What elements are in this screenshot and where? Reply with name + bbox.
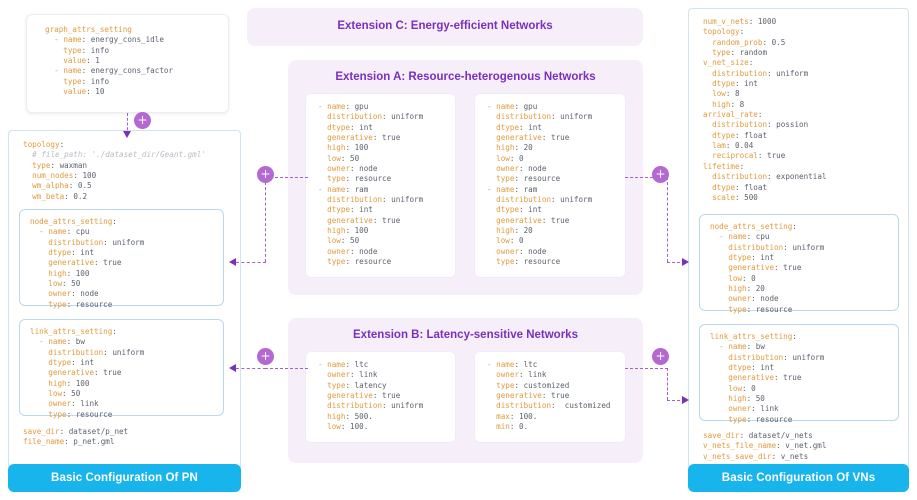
graph-attrs-card: graph_attrs_setting - name: energy_cons_…: [26, 14, 229, 113]
extension-c-title: Extension C: Energy-efficient Networks: [337, 20, 553, 32]
connector-b-vn-arrow: [682, 396, 689, 404]
extension-a-left-code: - name: gpu distribution: uniform dtype:…: [318, 102, 424, 267]
connector-a-pn-vert: [265, 177, 266, 262]
connector-a-pn-top: [265, 177, 308, 178]
pn-topology-code: topology: # file_path: './dataset_dir/Ge…: [23, 140, 206, 201]
vn-node-attrs-box: node_attrs_setting: - name: cpu distribu…: [699, 214, 899, 314]
extension-a-card-left: - name: gpu distribution: uniform dtype:…: [305, 93, 456, 278]
vn-config-panel: num_v_nets: 1000 topology: random_prob: …: [688, 8, 909, 470]
pn-node-attrs-box: node_attrs_setting: - name: cpu distribu…: [19, 209, 224, 309]
vn-node-attrs-code: node_attrs_setting: - name: cpu distribu…: [710, 222, 825, 314]
plus-icon-glyph-a-left: +: [260, 167, 271, 181]
extension-a-right-code: - name: gpu distribution: uniform dtype:…: [487, 102, 593, 267]
extension-a-title: Extension A: Resource-heterogenous Netwo…: [335, 71, 596, 83]
connector-a-vn-top: [625, 177, 668, 178]
vn-link-attrs-code: link_attrs_setting: - name: bw distribut…: [710, 332, 825, 424]
vn-link-attrs-box: link_attrs_setting: - name: bw distribut…: [699, 324, 899, 424]
connector-b-pn-top: [265, 368, 308, 369]
plus-icon-glyph-a-right: +: [655, 167, 666, 181]
connector-b-vn-top: [625, 368, 668, 369]
connector-c-to-pn-line: [127, 113, 128, 135]
plus-icon-extension-b-right[interactable]: +: [652, 348, 669, 365]
extension-b-title: Extension B: Latency-sensitive Networks: [353, 329, 578, 341]
pn-link-attrs-box: link_attrs_setting: - name: bw distribut…: [19, 319, 224, 419]
extension-b-left-code: - name: ltc owner: link type: latency ge…: [318, 360, 424, 432]
pn-footer-code: save_dir: dataset/p_net file_name: p_net…: [23, 427, 129, 447]
connector-c-to-pn-arrow: [123, 131, 131, 138]
connector-b-vn-bottom: [667, 400, 685, 401]
connector-b-pn-arrow: [229, 364, 236, 372]
connector-a-pn-arrow: [229, 258, 236, 266]
pn-banner-label: Basic Configuration Of PN: [51, 472, 198, 484]
pn-banner: Basic Configuration Of PN: [8, 464, 241, 492]
connector-a-vn-bottom: [667, 262, 685, 263]
pn-node-attrs-code: node_attrs_setting: - name: cpu distribu…: [30, 217, 145, 309]
extension-a-panel: Extension A: Resource-heterogenous Netwo…: [288, 60, 643, 295]
vn-banner-label: Basic Configuration Of VNs: [721, 472, 876, 484]
pn-link-attrs-code: link_attrs_setting: - name: bw distribut…: [30, 327, 145, 419]
extension-b-card-left: - name: ltc owner: link type: latency ge…: [305, 351, 456, 443]
vn-header-code: num_v_nets: 1000 topology: random_prob: …: [703, 17, 827, 202]
connector-a-vn-vert: [667, 177, 668, 262]
vn-banner: Basic Configuration Of VNs: [688, 464, 909, 492]
connector-a-vn-arrow: [682, 258, 689, 266]
connector-b-vn-vert: [667, 368, 668, 400]
graph-attrs-code: graph_attrs_setting - name: energy_cons_…: [45, 25, 174, 97]
extension-b-right-code: - name: ltc owner: link type: customized…: [487, 360, 611, 432]
plus-icon-glyph-b-right: +: [655, 349, 666, 363]
plus-icon-extension-a-left[interactable]: +: [257, 166, 274, 183]
connector-a-pn-bottom: [236, 262, 266, 263]
pn-config-panel: topology: # file_path: './dataset_dir/Ge…: [8, 130, 241, 470]
connector-b-pn-bottom: [236, 368, 266, 369]
extension-b-card-right: - name: ltc owner: link type: customized…: [474, 351, 626, 443]
extension-c-panel: Extension C: Energy-efficient Networks: [247, 8, 643, 46]
extension-a-card-right: - name: gpu distribution: uniform dtype:…: [474, 93, 626, 278]
plus-icon-extension-a-right[interactable]: +: [652, 166, 669, 183]
vn-footer-code: save_dir: dataset/v_nets v_nets_file_nam…: [703, 431, 827, 461]
plus-icon-extension-b-left[interactable]: +: [257, 348, 274, 365]
extension-b-panel: Extension B: Latency-sensitive Networks …: [288, 318, 643, 463]
plus-icon-glyph-b-left: +: [260, 349, 271, 363]
plus-icon-extension-c[interactable]: +: [134, 112, 151, 129]
plus-icon-glyph-c: +: [137, 113, 148, 127]
